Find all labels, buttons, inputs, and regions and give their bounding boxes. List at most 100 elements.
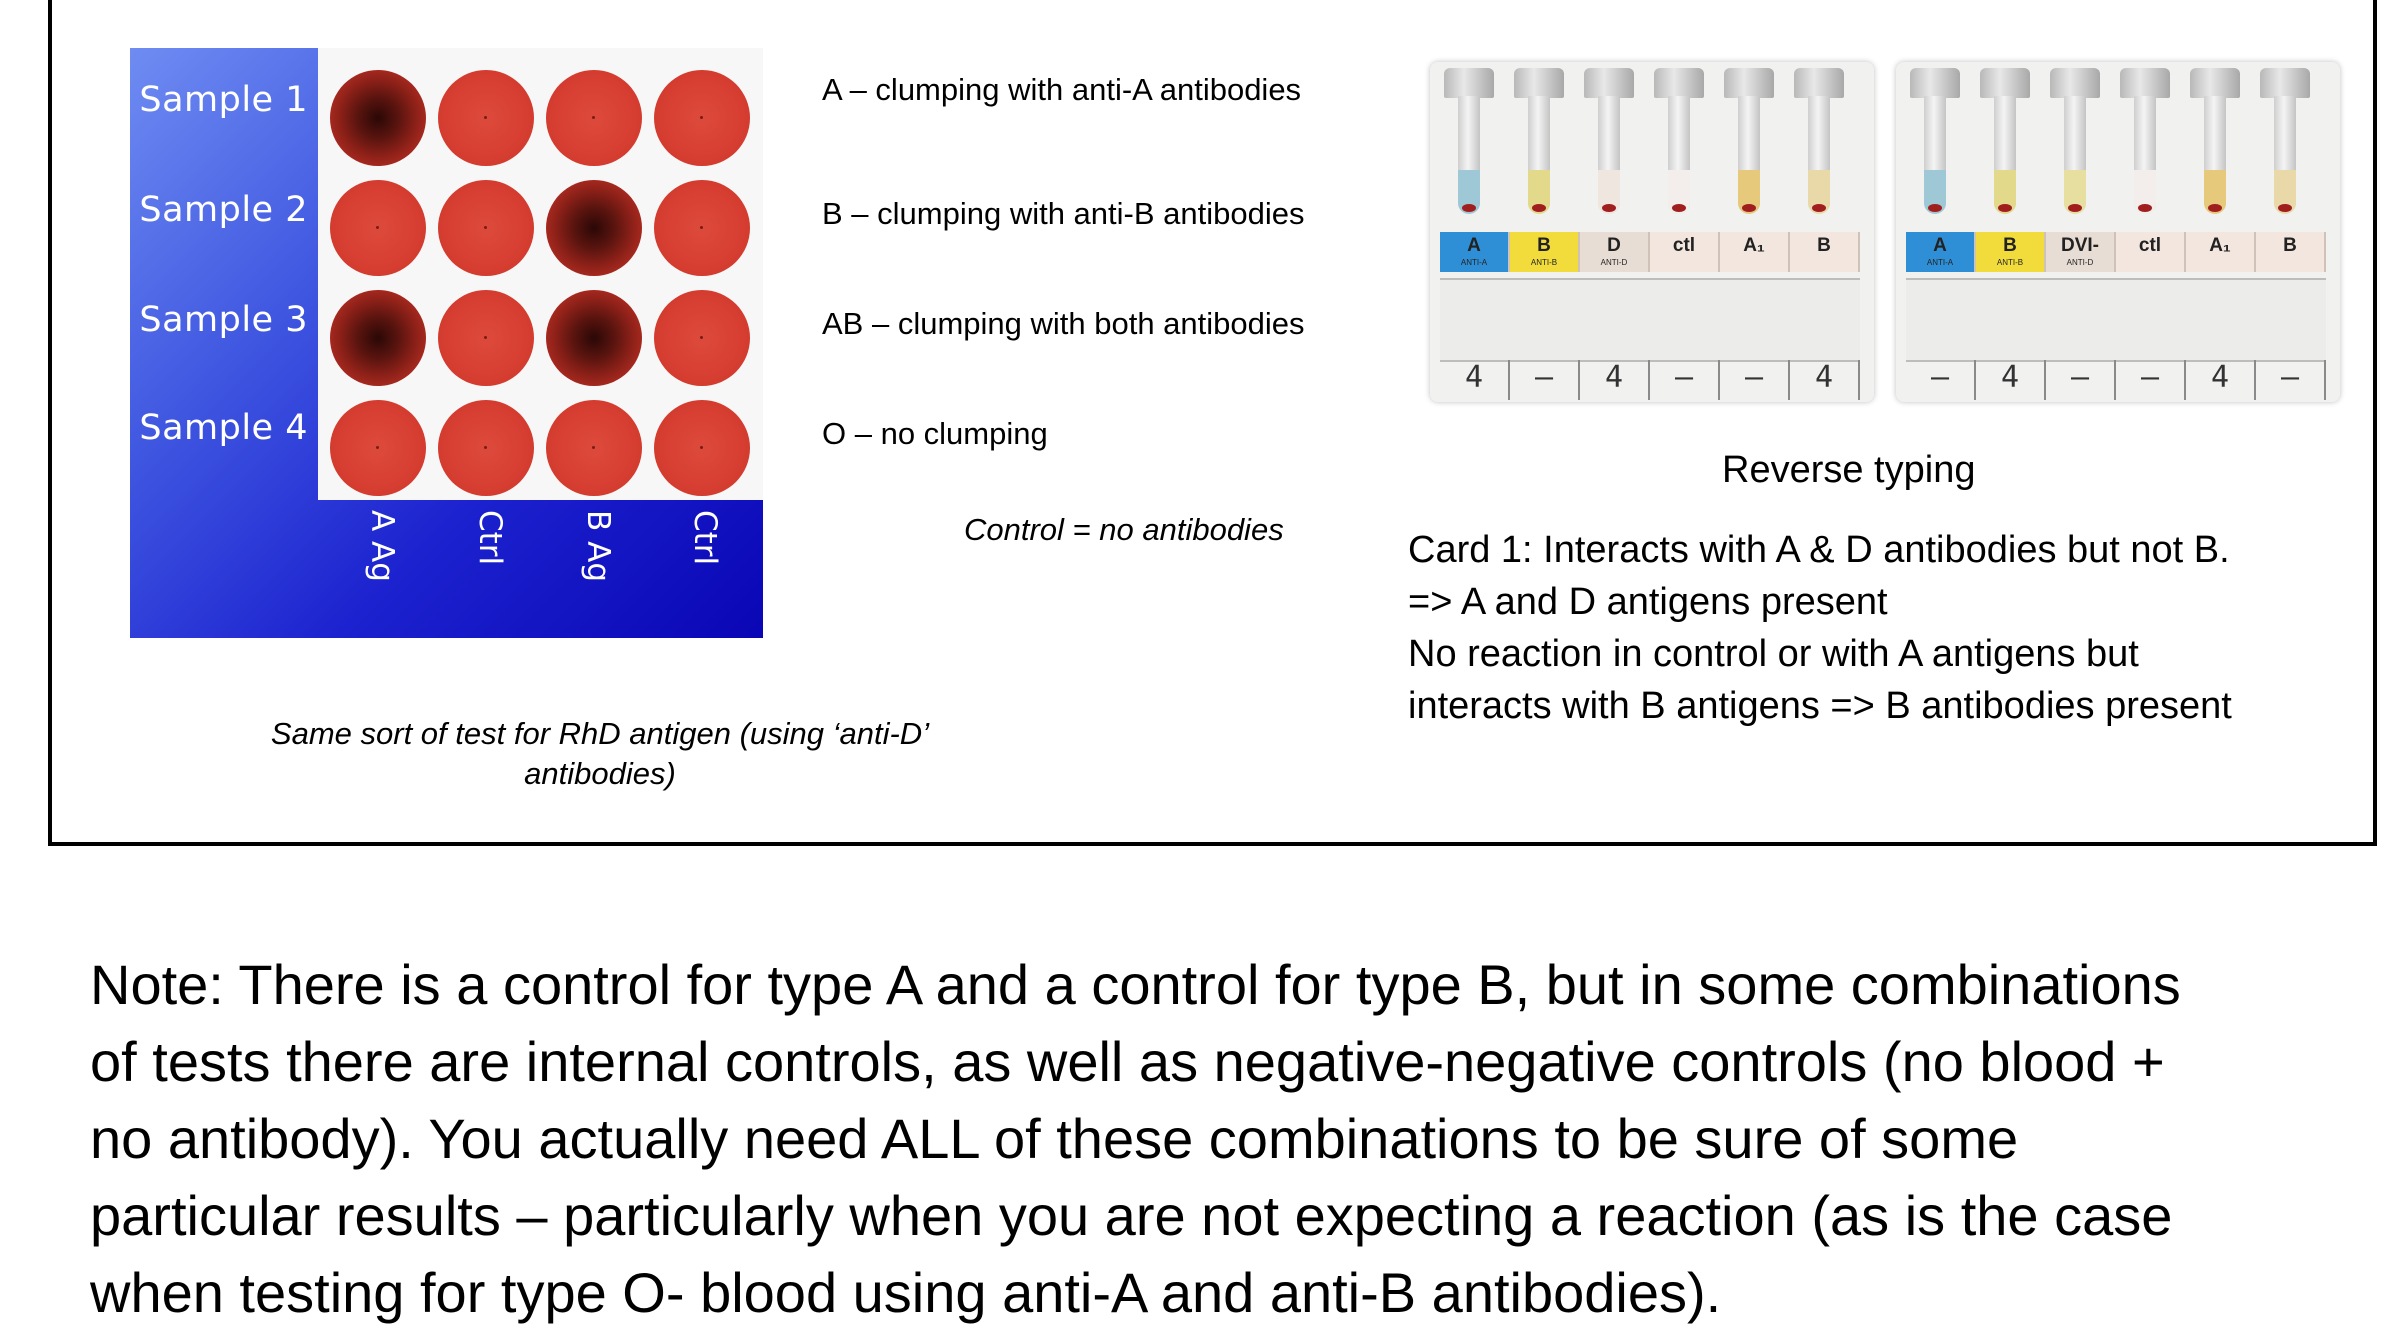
well-center-dot — [592, 116, 595, 119]
well-sample-3-col-2 — [438, 290, 534, 386]
column-label-b-ag: B Ag — [580, 510, 616, 583]
tube-cap — [1724, 68, 1774, 98]
tube-cap — [1444, 68, 1494, 98]
gel-tube — [1910, 68, 1960, 228]
well-center-dot — [376, 446, 379, 449]
legend-a: A – clumping with anti-A antibodies — [822, 72, 1302, 107]
reverse-typing-line-2: => A and D antigens present — [1408, 581, 1888, 623]
card-handwritten-results: 4–4––4 — [1440, 360, 1860, 400]
tube-cap — [1910, 68, 1960, 98]
tube-liquid — [2204, 170, 2226, 214]
tube-cell-pellet — [2068, 204, 2082, 212]
blood-typing-plate: Sample 1 Sample 2 Sample 3 Sample 4 A Ag… — [130, 48, 763, 638]
tube-cap — [1514, 68, 1564, 98]
card-label-subtext: ANTI-A — [1926, 258, 1954, 267]
tube-body — [2204, 96, 2226, 214]
card-label-text: ctl — [2138, 235, 2162, 256]
tube-cell-pellet — [2138, 204, 2152, 212]
handwritten-result: – — [2256, 360, 2326, 400]
rhd-note-line-2: antibodies) — [524, 756, 676, 791]
tube-body — [1808, 96, 1830, 214]
legend-ab: AB – clumping with both antibodies — [822, 306, 1305, 341]
tube-cell-pellet — [1462, 204, 1476, 212]
sample-label-2: Sample 2 — [139, 190, 308, 230]
card-label-cell: B — [2256, 232, 2326, 272]
gel-tube — [2260, 68, 2310, 228]
note-line-1: Note: There is a control for type A and … — [90, 953, 2181, 1016]
tube-body — [1598, 96, 1620, 214]
tube-body — [1738, 96, 1760, 214]
card-gel-area — [1440, 278, 1860, 362]
legend-b: B – clumping with anti-B antibodies — [822, 196, 1305, 231]
gel-tube — [1654, 68, 1704, 228]
reverse-typing-line-4: interacts with B antigens => B antibodie… — [1408, 685, 2232, 727]
tube-cell-pellet — [2278, 204, 2292, 212]
card-label-cell: ctl — [2116, 232, 2186, 272]
note-line-2: of tests there are internal controls, as… — [90, 1030, 2165, 1093]
well-sample-3-col-1 — [330, 290, 426, 386]
handwritten-result: – — [2046, 360, 2116, 400]
handwritten-result: – — [2116, 360, 2186, 400]
well-sample-1-col-4 — [654, 70, 750, 166]
card-label-text: B — [2283, 235, 2297, 256]
tube-cap — [1654, 68, 1704, 98]
tube-cell-pellet — [1742, 204, 1756, 212]
tube-body — [2274, 96, 2296, 214]
well-sample-3-col-4 — [654, 290, 750, 386]
legend-o: O – no clumping — [822, 416, 1048, 451]
card-label-cell: B — [1790, 232, 1860, 272]
card-label-text: A — [1467, 235, 1481, 256]
well-sample-2-col-1 — [330, 180, 426, 276]
tube-body — [2134, 96, 2156, 214]
tube-cell-pellet — [2208, 204, 2222, 212]
sample-label-4: Sample 4 — [139, 408, 308, 448]
card-label-text: DVI- — [2061, 235, 2099, 256]
card-label-text: A₁ — [2209, 235, 2231, 256]
tube-liquid — [2274, 170, 2296, 214]
card-label-subtext: ANTI-B — [1530, 258, 1558, 267]
tube-liquid — [1528, 170, 1550, 214]
well-center-dot — [484, 446, 487, 449]
gel-tube — [1980, 68, 2030, 228]
tube-liquid — [1924, 170, 1946, 214]
well-sample-4-col-4 — [654, 400, 750, 496]
sample-label-3: Sample 3 — [139, 300, 308, 340]
well-sample-1-col-3 — [546, 70, 642, 166]
tube-liquid — [2134, 170, 2156, 214]
card-label-cell: ctl — [1650, 232, 1720, 272]
note-line-4: particular results – particularly when y… — [90, 1184, 2173, 1247]
tube-liquid — [1458, 170, 1480, 214]
reverse-typing-line-1: Card 1: Interacts with A & D antibodies … — [1408, 529, 2230, 571]
figure-frame — [48, 0, 2377, 846]
tube-cell-pellet — [1812, 204, 1826, 212]
card-handwritten-results: –4––4– — [1906, 360, 2326, 400]
well-sample-4-col-3 — [546, 400, 642, 496]
gel-tube — [2120, 68, 2170, 228]
tube-cell-pellet — [1602, 204, 1616, 212]
well-sample-2-col-3 — [546, 180, 642, 276]
tube-cap — [2120, 68, 2170, 98]
card-gel-area — [1906, 278, 2326, 362]
card-label-text: B — [1817, 235, 1831, 256]
well-center-dot — [484, 336, 487, 339]
handwritten-result: 4 — [1976, 360, 2046, 400]
well-sample-2-col-2 — [438, 180, 534, 276]
card-label-text: B — [1537, 235, 1551, 256]
tube-body — [1924, 96, 1946, 214]
reverse-typing-line-3: No reaction in control or with A antigen… — [1408, 633, 2139, 675]
tube-cap — [2050, 68, 2100, 98]
gel-tube — [2190, 68, 2240, 228]
note-line-5: when testing for type O- blood using ant… — [90, 1261, 1722, 1324]
tube-body — [2064, 96, 2086, 214]
tube-cell-pellet — [1998, 204, 2012, 212]
handwritten-result: 4 — [1440, 360, 1510, 400]
well-center-dot — [592, 446, 595, 449]
tube-cell-pellet — [1928, 204, 1942, 212]
tube-liquid — [1738, 170, 1760, 214]
column-label-a-ag: A Ag — [364, 510, 400, 582]
column-label-ctrl-2: Ctrl — [687, 510, 723, 566]
